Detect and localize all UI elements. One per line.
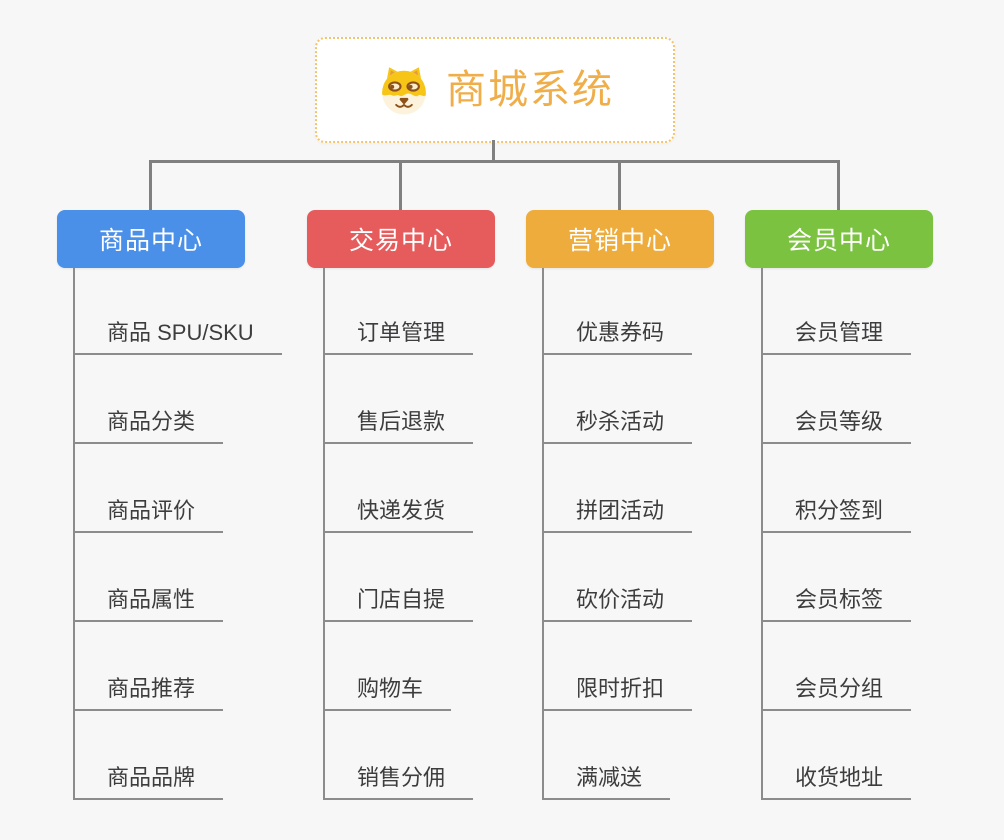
leaf-label: 优惠券码 bbox=[576, 319, 665, 345]
leaf-label: 订单管理 bbox=[357, 319, 446, 345]
connector-bus bbox=[149, 160, 840, 163]
connector-branch-drop bbox=[618, 160, 621, 210]
leaf-node[interactable]: 商品 SPU/SKU bbox=[75, 268, 282, 355]
leaf-node[interactable]: 门店自提 bbox=[325, 533, 474, 622]
branch-leaf-column: 优惠券码秒杀活动拼团活动砍价活动限时折扣满减送 bbox=[542, 268, 693, 800]
leaf-node[interactable]: 积分签到 bbox=[763, 444, 912, 533]
leaf-label: 拼团活动 bbox=[576, 497, 665, 523]
leaf-node[interactable]: 商品分类 bbox=[75, 355, 224, 444]
connector-branch-drop bbox=[399, 160, 402, 210]
branch-leaf-column: 商品 SPU/SKU 商品分类商品评价商品属性商品推荐商品品牌 bbox=[73, 268, 282, 800]
leaf-node[interactable]: 收货地址 bbox=[763, 711, 912, 800]
leaf-label: 商品属性 bbox=[107, 586, 196, 612]
leaf-label: 会员标签 bbox=[795, 586, 884, 612]
branch-label: 商品中心 bbox=[98, 227, 203, 255]
branch-node-2[interactable]: 交易中心 bbox=[307, 210, 495, 268]
leaf-label: 销售分佣 bbox=[357, 764, 446, 790]
leaf-label: 商品品牌 bbox=[107, 764, 196, 790]
branch-label: 交易中心 bbox=[348, 227, 453, 255]
branch-label: 营销中心 bbox=[567, 227, 672, 255]
connector-root-drop bbox=[492, 140, 495, 162]
root-node[interactable]: 商城系统 bbox=[315, 37, 675, 143]
branch-node-1[interactable]: 商品中心 bbox=[57, 210, 245, 268]
leaf-node[interactable]: 销售分佣 bbox=[325, 711, 474, 800]
leaf-label: 收货地址 bbox=[795, 764, 884, 790]
leaf-label: 商品 SPU/SKU bbox=[107, 319, 254, 345]
leaf-node[interactable]: 会员管理 bbox=[763, 268, 912, 355]
leaf-node[interactable]: 优惠券码 bbox=[544, 268, 693, 355]
leaf-label: 满减送 bbox=[576, 764, 643, 790]
leaf-node[interactable]: 订单管理 bbox=[325, 268, 474, 355]
connector-branch-drop bbox=[837, 160, 840, 210]
leaf-label: 快递发货 bbox=[357, 497, 446, 523]
leaf-node[interactable]: 会员标签 bbox=[763, 533, 912, 622]
leaf-label: 限时折扣 bbox=[576, 675, 665, 701]
leaf-label: 售后退款 bbox=[357, 408, 446, 434]
leaf-node[interactable]: 快递发货 bbox=[325, 444, 474, 533]
leaf-node[interactable]: 商品推荐 bbox=[75, 622, 224, 711]
branch-node-4[interactable]: 会员中心 bbox=[745, 210, 933, 268]
leaf-node[interactable]: 商品属性 bbox=[75, 533, 224, 622]
leaf-label: 商品评价 bbox=[107, 497, 196, 523]
branch-node-3[interactable]: 营销中心 bbox=[526, 210, 714, 268]
leaf-label: 商品推荐 bbox=[107, 675, 196, 701]
connector-branch-drop bbox=[149, 160, 152, 210]
leaf-node[interactable]: 售后退款 bbox=[325, 355, 474, 444]
leaf-label: 会员等级 bbox=[795, 408, 884, 434]
leaf-label: 门店自提 bbox=[357, 586, 446, 612]
leaf-node[interactable]: 购物车 bbox=[325, 622, 452, 711]
leaf-node[interactable]: 满减送 bbox=[544, 711, 671, 800]
leaf-label: 秒杀活动 bbox=[576, 408, 665, 434]
leaf-node[interactable]: 商品品牌 bbox=[75, 711, 224, 800]
leaf-label: 会员分组 bbox=[795, 675, 884, 701]
leaf-node[interactable]: 会员分组 bbox=[763, 622, 912, 711]
leaf-node[interactable]: 会员等级 bbox=[763, 355, 912, 444]
leaf-node[interactable]: 拼团活动 bbox=[544, 444, 693, 533]
dog-face-icon bbox=[376, 62, 432, 118]
root-title: 商城系统 bbox=[446, 68, 614, 112]
leaf-node[interactable]: 限时折扣 bbox=[544, 622, 693, 711]
leaf-node[interactable]: 商品评价 bbox=[75, 444, 224, 533]
branch-label: 会员中心 bbox=[786, 227, 891, 255]
leaf-node[interactable]: 砍价活动 bbox=[544, 533, 693, 622]
leaf-label: 商品分类 bbox=[107, 408, 196, 434]
leaf-label: 砍价活动 bbox=[576, 586, 665, 612]
branch-leaf-column: 会员管理会员等级积分签到会员标签会员分组收货地址 bbox=[761, 268, 912, 800]
leaf-label: 积分签到 bbox=[795, 497, 884, 523]
leaf-label: 购物车 bbox=[357, 675, 424, 701]
branch-leaf-column: 订单管理售后退款快递发货门店自提购物车销售分佣 bbox=[323, 268, 474, 800]
leaf-node[interactable]: 秒杀活动 bbox=[544, 355, 693, 444]
leaf-label: 会员管理 bbox=[795, 319, 884, 345]
